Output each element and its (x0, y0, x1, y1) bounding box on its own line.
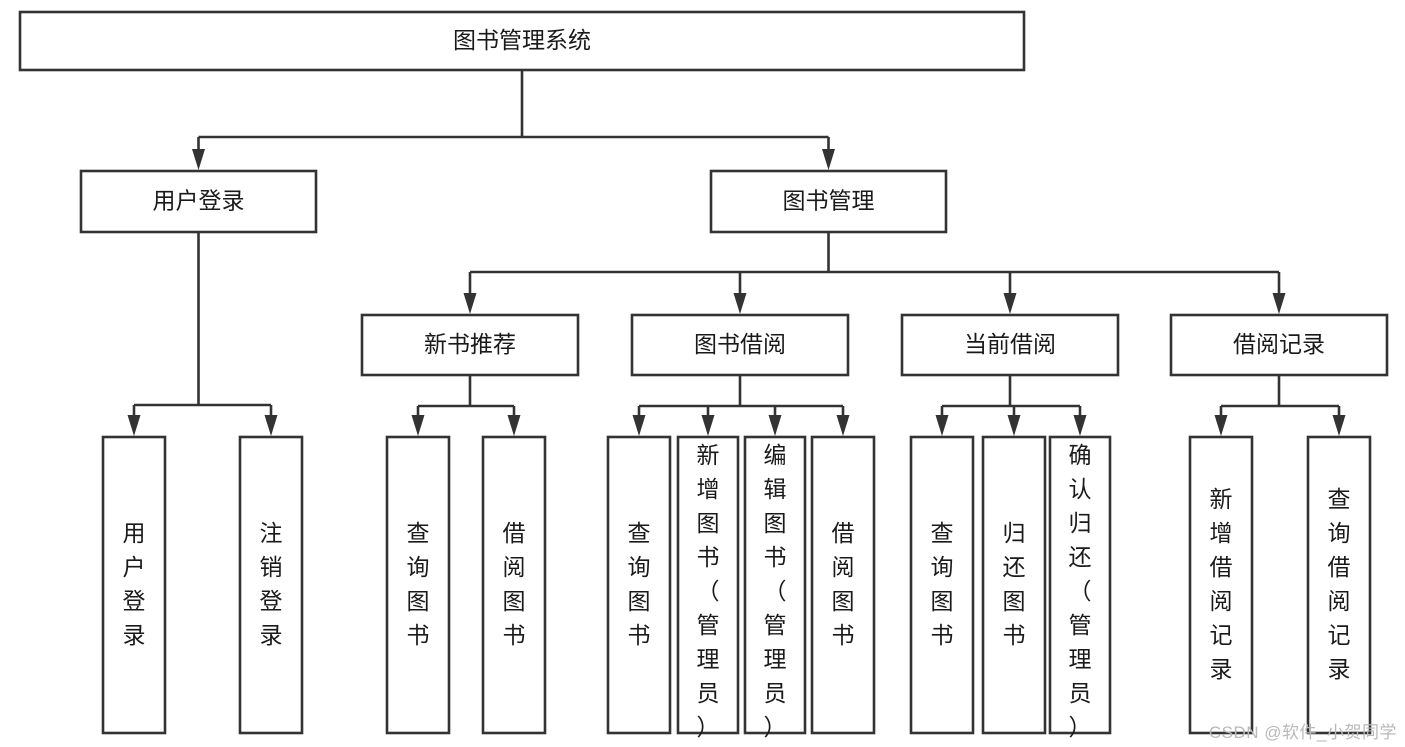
node-label-leaf-add-record: 新增借阅记录 (1210, 486, 1233, 682)
node-label-leaf-edit-book: 编辑图书（管理员） (764, 442, 787, 740)
node-box-borrow-record (1169, 313, 1389, 377)
node-box-leaf-query-record (1306, 435, 1372, 735)
node-borrow-record[interactable]: 借阅记录 (1169, 313, 1389, 377)
node-label-leaf-query-book-2: 查询图书 (628, 520, 651, 648)
node-label-leaf-user-logout: 注销登录 (260, 520, 283, 648)
node-label-user-login: 用户登录 (153, 188, 245, 214)
arrow-head-user-login (192, 149, 205, 170)
arrow-head-book-manage (822, 149, 835, 170)
node-box-user-login (79, 169, 318, 234)
node-label-leaf-borrow-book-2: 借阅图书 (832, 520, 855, 648)
node-leaf-query-book-3[interactable]: 查询图书 (909, 435, 975, 735)
node-leaf-borrow-book-1[interactable]: 借阅图书 (481, 435, 547, 735)
node-root[interactable]: 图书管理系统 (18, 10, 1026, 72)
edges-layer (127, 70, 1346, 436)
node-leaf-add-record[interactable]: 新增借阅记录 (1188, 435, 1254, 735)
node-leaf-add-book[interactable]: 新增图书（管理员） (676, 435, 740, 740)
node-label-leaf-user-login: 用户登录 (123, 520, 146, 648)
edge-group-borrow-record (1214, 375, 1346, 436)
arrow-head-leaf-edit-book (768, 415, 782, 436)
arrow-head-leaf-query-record (1332, 415, 1346, 436)
edge-group-book-borrow (632, 375, 850, 436)
node-box-leaf-user-login (101, 435, 167, 735)
edge-group-user-login (127, 232, 278, 436)
arrow-head-leaf-borrow-book-1 (507, 415, 521, 436)
arrow-head-leaf-borrow-book-2 (836, 415, 850, 436)
node-label-current-borrow: 当前借阅 (964, 331, 1056, 357)
node-current-borrow[interactable]: 当前借阅 (900, 313, 1120, 377)
node-leaf-user-logout[interactable]: 注销登录 (238, 435, 304, 735)
node-box-leaf-query-book-1 (385, 435, 451, 735)
arrow-head-leaf-user-login (127, 415, 141, 436)
node-box-leaf-return-book (981, 435, 1047, 735)
node-box-leaf-edit-book (743, 435, 807, 735)
node-label-leaf-query-book-3: 查询图书 (931, 520, 954, 648)
node-label-borrow-record: 借阅记录 (1233, 331, 1325, 357)
node-leaf-return-book[interactable]: 归还图书 (981, 435, 1047, 735)
node-book-manage[interactable]: 图书管理 (709, 169, 948, 234)
arrow-head-new-book-rec (463, 293, 477, 314)
node-label-leaf-query-book-1: 查询图书 (407, 520, 430, 648)
node-label-root: 图书管理系统 (453, 27, 591, 53)
edge-group-root (192, 70, 835, 170)
edge-group-book-manage (463, 232, 1286, 314)
arrow-head-leaf-user-logout (264, 415, 278, 436)
node-box-root (18, 10, 1026, 72)
node-new-book-rec[interactable]: 新书推荐 (360, 313, 580, 377)
arrow-head-leaf-add-record (1214, 415, 1228, 436)
node-label-new-book-rec: 新书推荐 (424, 331, 516, 357)
node-leaf-query-record[interactable]: 查询借阅记录 (1306, 435, 1372, 735)
node-box-leaf-query-book-3 (909, 435, 975, 735)
node-label-book-borrow: 图书借阅 (694, 331, 786, 357)
edge-group-new-book-rec (411, 375, 521, 436)
node-box-book-borrow (630, 313, 850, 377)
node-leaf-query-book-2[interactable]: 查询图书 (606, 435, 672, 735)
node-leaf-query-book-1[interactable]: 查询图书 (385, 435, 451, 735)
arrow-head-leaf-query-book-3 (935, 415, 949, 436)
node-box-leaf-borrow-book-2 (810, 435, 876, 735)
node-box-new-book-rec (360, 313, 580, 377)
arrow-head-leaf-query-book-2 (632, 415, 646, 436)
node-label-leaf-add-book: 新增图书（管理员） (697, 442, 720, 740)
node-box-current-borrow (900, 313, 1120, 377)
node-leaf-edit-book[interactable]: 编辑图书（管理员） (743, 435, 807, 740)
node-leaf-user-login[interactable]: 用户登录 (101, 435, 167, 735)
node-box-leaf-confirm-return (1048, 435, 1112, 735)
node-label-book-manage: 图书管理 (783, 188, 875, 214)
node-box-leaf-add-book (676, 435, 740, 735)
node-label-leaf-return-book: 归还图书 (1003, 520, 1026, 648)
arrow-head-borrow-record (1272, 293, 1286, 314)
arrow-head-leaf-add-book (701, 415, 715, 436)
node-label-leaf-query-record: 查询借阅记录 (1328, 486, 1351, 682)
node-box-book-manage (709, 169, 948, 234)
node-box-leaf-borrow-book-1 (481, 435, 547, 735)
node-box-leaf-user-logout (238, 435, 304, 735)
edge-group-current-borrow (935, 375, 1087, 436)
node-book-borrow[interactable]: 图书借阅 (630, 313, 850, 377)
node-leaf-borrow-book-2[interactable]: 借阅图书 (810, 435, 876, 735)
arrow-head-current-borrow (1003, 293, 1017, 314)
node-user-login[interactable]: 用户登录 (79, 169, 318, 234)
node-box-leaf-query-book-2 (606, 435, 672, 735)
arrow-head-book-borrow (733, 293, 747, 314)
arrow-head-leaf-query-book-1 (411, 415, 425, 436)
node-box-leaf-add-record (1188, 435, 1254, 735)
arrow-head-leaf-return-book (1007, 415, 1021, 436)
node-label-leaf-confirm-return: 确认归还（管理员） (1069, 442, 1092, 740)
nodes-layer: 图书管理系统用户登录图书管理新书推荐图书借阅当前借阅借阅记录用户登录注销登录查询… (18, 10, 1389, 740)
watermark-text: CSDN @软件_小贺同学 (1208, 723, 1397, 742)
arrow-head-leaf-confirm-return (1073, 415, 1087, 436)
node-leaf-confirm-return[interactable]: 确认归还（管理员） (1048, 435, 1112, 740)
node-label-leaf-borrow-book-1: 借阅图书 (503, 520, 526, 648)
